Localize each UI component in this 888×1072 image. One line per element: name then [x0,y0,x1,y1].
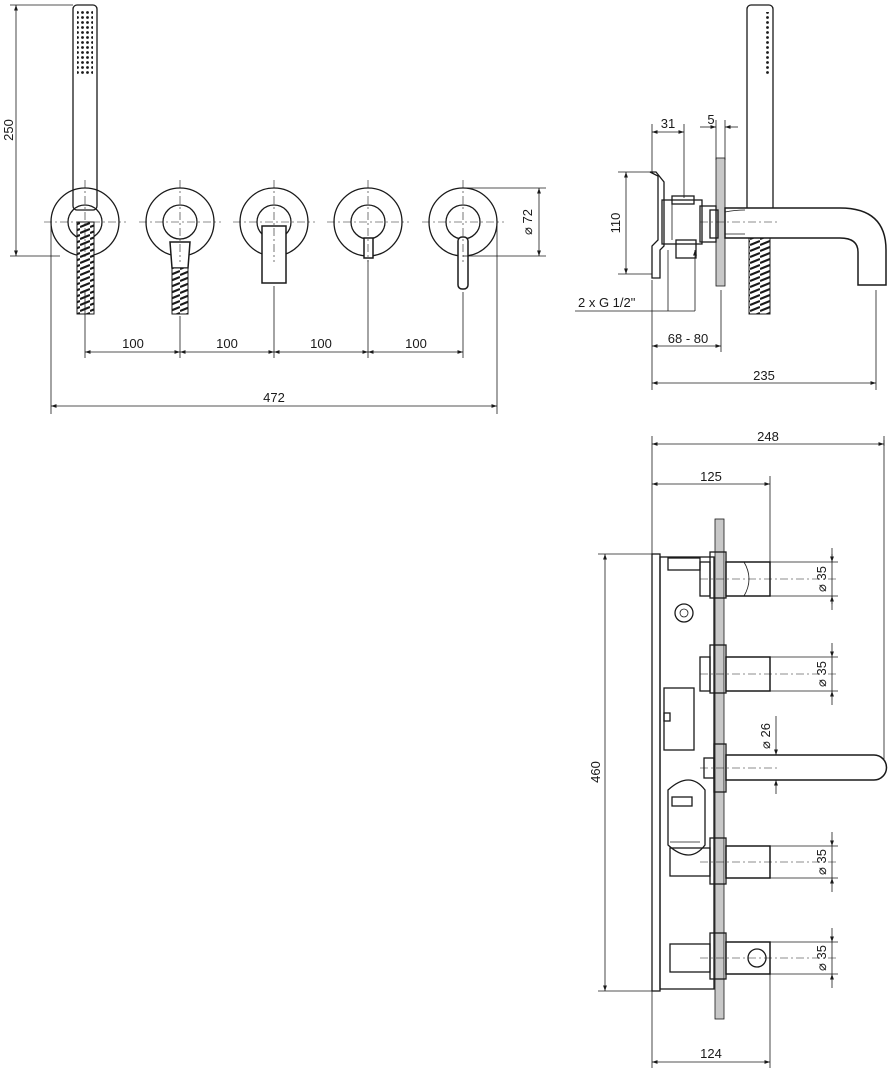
dimension-height-250: 250 [1,4,73,257]
dimension-spacing: 100 100 100 100 [84,260,464,358]
dim-d26-label: ⌀ 26 [758,723,773,749]
plan-dim-d26: ⌀ 26 [758,716,778,794]
side-spout [724,207,887,286]
dim-d72-label: ⌀ 72 [520,209,535,235]
dim-235-label: 235 [753,368,775,383]
rosette-hand-shower-holder [44,180,126,315]
hand-shower [72,4,98,211]
plan-dim-124: 124 [651,974,771,1068]
rosette-diverter [327,180,409,262]
plan-dim-d35-2: ⌀ 35 [770,643,838,705]
plan-view: 248 125 460 124 ⌀ 35 [588,429,888,1068]
plan-spout [700,440,888,793]
dim-d35-1-label: ⌀ 35 [814,566,829,592]
dim-248-label: 248 [757,429,779,444]
front-view: 250 100 100 100 100 472 [1,4,546,414]
side-dim-110: 110 [608,171,652,275]
side-hand-shower [746,4,774,315]
side-dims-top: 31 5 [651,112,738,198]
dim-5-label: 5 [707,112,714,127]
plan-dim-125: 125 [652,469,771,562]
plan-outlet-2 [699,644,836,694]
dim-spacing-2: 100 [216,336,238,351]
dim-250-label: 250 [1,119,16,141]
dim-110-label: 110 [608,213,623,234]
plan-dim-248: 248 [651,429,885,554]
dim-d35-4-label: ⌀ 35 [814,945,829,971]
dim-range-label: 68 - 80 [668,331,708,346]
rosette-hose-connector [139,180,221,315]
plan-outlet-3 [669,837,836,885]
plan-dim-d35-3: ⌀ 35 [770,832,838,892]
plan-dim-d35-1: ⌀ 35 [770,548,838,610]
rosette-mixer-lever [422,180,504,290]
plan-outlet-4 [669,932,836,980]
dim-spacing-3: 100 [310,336,332,351]
dim-31-label: 31 [661,116,675,131]
dim-472-label: 472 [263,390,285,405]
dim-460-label: 460 [588,761,603,783]
side-view: 31 5 110 2 x G 1/2" 68 - 80 235 [575,4,887,390]
dim-d35-3-label: ⌀ 35 [814,849,829,875]
dim-d35-2-label: ⌀ 35 [814,661,829,687]
plan-dim-d35-4: ⌀ 35 [770,928,838,988]
plan-body [651,553,715,992]
dimension-diameter-72: ⌀ 72 [463,187,546,257]
dim-connection-label: 2 x G 1/2" [578,295,636,310]
dim-124-label: 124 [700,1046,722,1061]
dim-125-label: 125 [700,469,722,484]
rosette-spout [233,180,315,284]
side-dim-range: 68 - 80 [651,280,722,390]
plan-outlet-1 [699,551,836,599]
side-body [649,171,719,279]
side-dim-235: 235 [652,290,877,390]
plan-dim-460: 460 [588,553,652,992]
dimension-total-472: 472 [50,222,498,414]
dim-spacing-4: 100 [405,336,427,351]
side-dim-connection: 2 x G 1/2" [575,250,697,312]
plan-wall-panel [714,518,725,1020]
dim-spacing-1: 100 [122,336,144,351]
